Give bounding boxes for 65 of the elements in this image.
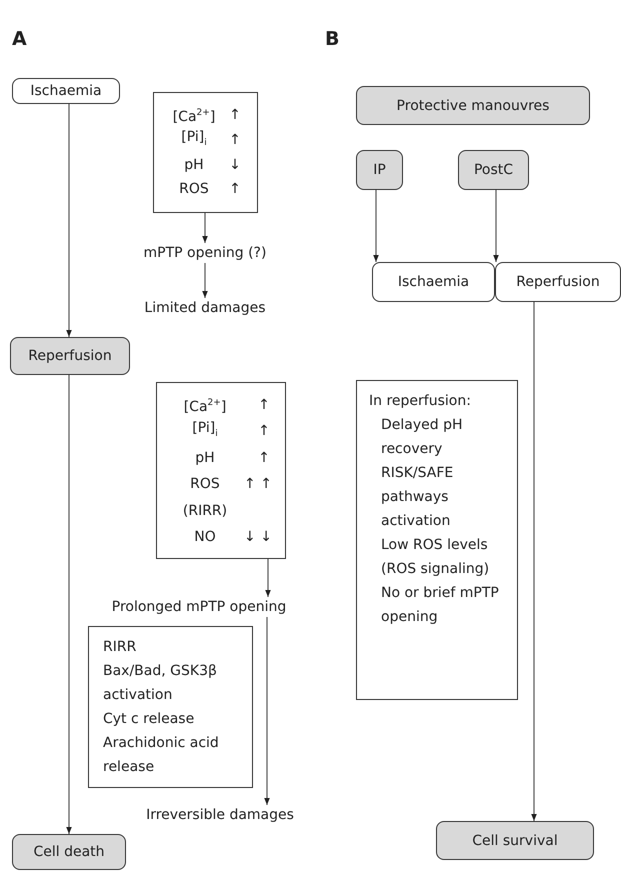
- box-text: Ischaemia: [398, 274, 470, 290]
- process-box: [356, 86, 590, 125]
- box-text: Protective manouvres: [396, 98, 550, 114]
- arrow: [66, 104, 72, 338]
- parameter-text: pH: [195, 449, 215, 467]
- arrow: [531, 302, 537, 822]
- trend-arrow: ↑: [229, 180, 241, 198]
- arrow: [202, 212, 208, 244]
- arrow: [373, 190, 379, 262]
- parameter-text: [Pi]$_{i}$: [192, 419, 218, 441]
- parameter-text: [Ca$^{2+}$]: [184, 397, 226, 416]
- box-text: PostC: [474, 162, 514, 178]
- arrow: [202, 262, 208, 298]
- process-box: [458, 150, 529, 190]
- parameter-text: ROS: [190, 475, 220, 493]
- box-text: In reperfusion:: [369, 392, 472, 411]
- process-box: [436, 821, 594, 860]
- box-text: Cyt c release: [103, 710, 196, 729]
- box-text: Delayed pH recovery: [381, 416, 464, 459]
- process-box: [372, 262, 495, 302]
- parameter-text: [Pi]$_{i}$: [181, 128, 207, 150]
- arrow: [493, 190, 499, 262]
- parameter-text: ↓ ↓: [244, 528, 272, 546]
- box-text: No or brief mPTP opening: [381, 584, 500, 627]
- box-text: Reperfusion: [28, 348, 112, 364]
- trend-arrow: ↑: [258, 422, 270, 440]
- box-text: Cell death: [33, 844, 105, 860]
- process-box: [495, 262, 621, 302]
- parameter-text: ROS: [179, 180, 209, 198]
- trend-arrow: ↑: [229, 131, 241, 149]
- flow-text: Prolonged mPTP opening: [93, 597, 305, 617]
- panel-label: B: [325, 28, 340, 50]
- info-box: [356, 380, 518, 700]
- trend-arrow: ↑: [229, 106, 241, 124]
- trend-arrow: ↑ ↑: [244, 475, 272, 493]
- box-text: Cell survival: [472, 832, 558, 848]
- arrow: [66, 374, 72, 834]
- flow-text: Limited damages: [135, 298, 275, 318]
- box-text: Ischaemia: [30, 83, 102, 99]
- parameter-text: pH: [184, 156, 204, 174]
- process-box: [10, 337, 130, 375]
- process-box: [12, 78, 120, 104]
- box-text: Low ROS levels (ROS signaling): [381, 536, 490, 579]
- box-text: RIRR: [103, 638, 138, 657]
- trend-arrow: ↑: [258, 396, 270, 414]
- trend-arrow: ↓: [229, 156, 241, 174]
- panel-label: A: [12, 28, 27, 50]
- process-box: [356, 150, 403, 190]
- arrow: [264, 616, 270, 806]
- trend-arrow: ↑: [258, 449, 270, 467]
- flow-text: Irreversible damages: [130, 805, 310, 825]
- box-text: Bax/Bad, GSK3β activation: [103, 662, 218, 705]
- process-box: [12, 834, 126, 870]
- box-text: Arachidonic acid release: [103, 734, 220, 777]
- box-text: RISK/SAFE pathways activation: [381, 464, 454, 531]
- parameter-text: (RIRR): [182, 502, 228, 520]
- info-box: [88, 626, 253, 788]
- flow-text: mPTP opening (?): [130, 243, 280, 263]
- parameter-text: [Ca$^{2+}$]: [172, 107, 216, 126]
- box-text: IP: [373, 162, 386, 178]
- info-box: [156, 382, 286, 559]
- parameter-text: NO: [194, 528, 216, 546]
- box-text: Reperfusion: [516, 274, 600, 290]
- arrow: [265, 558, 271, 598]
- info-box: [153, 92, 258, 213]
